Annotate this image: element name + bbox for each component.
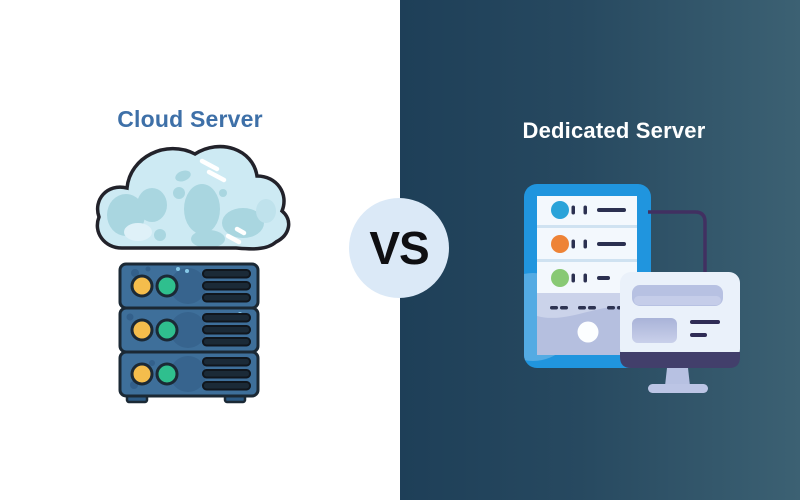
led-orange bbox=[551, 235, 569, 253]
led-blue bbox=[551, 201, 569, 219]
cloud-icon bbox=[95, 144, 291, 251]
vs-badge-label: VS bbox=[369, 222, 429, 274]
left-panel bbox=[0, 0, 400, 500]
led-yellow bbox=[130, 362, 154, 386]
dedicated-server-illustration bbox=[524, 184, 740, 393]
led-green bbox=[155, 318, 179, 342]
led-yellow bbox=[130, 318, 154, 342]
cloud-server-title: Cloud Server bbox=[117, 106, 263, 132]
led-yellow bbox=[130, 274, 154, 298]
rack-unit bbox=[118, 262, 260, 310]
led-green bbox=[551, 269, 569, 287]
vs-badge: VS bbox=[349, 198, 449, 298]
cloud-shine-icon bbox=[199, 158, 247, 245]
cloud-server-illustration bbox=[95, 144, 291, 404]
led-green bbox=[155, 274, 179, 298]
monitor-icon bbox=[620, 272, 740, 393]
monitor-stand-neck bbox=[665, 368, 690, 386]
rack-unit bbox=[118, 306, 260, 354]
led-green bbox=[155, 362, 179, 386]
rack-unit bbox=[118, 350, 260, 398]
monitor-stand-base bbox=[648, 384, 708, 393]
dedicated-server-title: Dedicated Server bbox=[522, 118, 706, 143]
server-rack-icon bbox=[118, 262, 260, 404]
vent-dashes bbox=[550, 306, 623, 310]
power-button bbox=[577, 321, 599, 343]
cable-line bbox=[648, 210, 707, 275]
